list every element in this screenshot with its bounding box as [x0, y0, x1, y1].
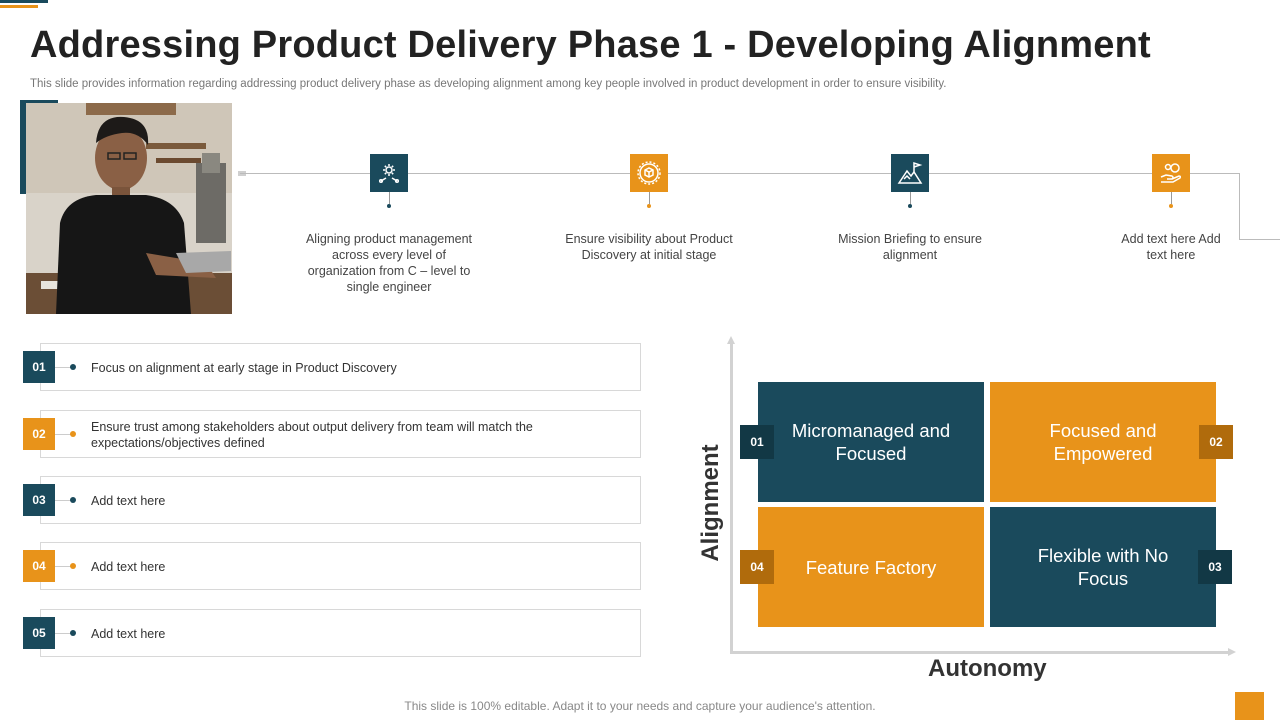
list-item-text: Add text here	[91, 494, 166, 508]
timeline-step-text: Ensure visibility about Product Discover…	[565, 232, 733, 262]
list-item-number: 05	[23, 617, 55, 649]
list-dot	[70, 630, 76, 636]
list-item-text: Add text here	[91, 560, 166, 574]
quadrant-label: Micromanaged and Focused	[791, 420, 951, 464]
matrix-y-axis	[730, 342, 733, 654]
timeline-dot	[387, 204, 391, 208]
quadrant-label: Focused and Empowered	[1049, 420, 1157, 464]
timeline-stem	[388, 192, 390, 204]
timeline-step-2: Ensure visibility about Product Discover…	[549, 154, 749, 263]
list-item-number: 01	[23, 351, 55, 383]
y-axis-label: Alignment	[697, 444, 724, 562]
timeline-step-text: Mission Briefing to ensure alignment	[838, 232, 982, 262]
timeline-connector-tail	[1239, 239, 1280, 240]
quadrant-micromanaged: Micromanaged and Focused	[758, 382, 984, 502]
list-item-text: Ensure trust among stakeholders about ou…	[91, 420, 533, 450]
timeline-stem	[909, 192, 911, 204]
list-dot	[70, 431, 76, 437]
list-item-4: Add text here	[40, 542, 641, 590]
footer-note: This slide is 100% editable. Adapt it to…	[404, 699, 876, 713]
list-dot	[70, 563, 76, 569]
list-item-number: 02	[23, 418, 55, 450]
gear-wrench-icon	[370, 154, 408, 192]
top-accent-bar-orange	[0, 5, 38, 8]
timeline-step-4: Add text here Add text here	[1071, 154, 1271, 263]
list-dot	[70, 364, 76, 370]
quadrant-feature-factory: Feature Factory	[758, 507, 984, 627]
page-subtitle: This slide provides information regardin…	[30, 78, 947, 90]
quadrant-number: 02	[1199, 425, 1233, 459]
mountain-flag-icon	[891, 154, 929, 192]
quadrant-number: 04	[740, 550, 774, 584]
timeline-step-text: Add text here Add text here	[1121, 232, 1221, 262]
list-item-5: Add text here	[40, 609, 641, 657]
timeline-dot	[1169, 204, 1173, 208]
quadrant-number: 03	[1198, 550, 1232, 584]
person-photo	[26, 103, 232, 314]
timeline-step-text: Aligning product management across every…	[305, 232, 473, 294]
hand-coins-icon	[1152, 154, 1190, 192]
list-item-2: Ensure trust among stakeholders about ou…	[40, 410, 641, 458]
list-connector	[55, 633, 73, 634]
corner-accent	[1235, 692, 1264, 720]
timeline-dot	[647, 204, 651, 208]
list-item-text: Add text here	[91, 627, 166, 641]
timeline-step-3: Mission Briefing to ensure alignment	[810, 154, 1010, 263]
list-connector	[55, 367, 73, 368]
target-gear-icon	[630, 154, 668, 192]
quadrant-flexible: Flexible with No Focus	[990, 507, 1216, 627]
page-title: Addressing Product Delivery Phase 1 - De…	[30, 24, 1151, 66]
quadrant-number: 01	[740, 425, 774, 459]
x-axis-label: Autonomy	[928, 655, 1047, 682]
list-connector	[55, 434, 73, 435]
list-item-1: Focus on alignment at early stage in Pro…	[40, 343, 641, 391]
y-axis-arrow-icon	[727, 336, 735, 344]
timeline-connector	[1239, 173, 1240, 239]
list-connector	[55, 500, 73, 501]
list-item-3: Add text here	[40, 476, 641, 524]
timeline-dot	[908, 204, 912, 208]
list-item-text: Focus on alignment at early stage in Pro…	[91, 361, 397, 375]
list-connector	[55, 566, 73, 567]
x-axis-arrow-icon	[1228, 648, 1236, 656]
quadrant-label: Feature Factory	[805, 556, 937, 578]
list-item-number: 03	[23, 484, 55, 516]
quadrant-label: Flexible with No Focus	[1037, 545, 1169, 589]
quadrant-empowered: Focused and Empowered	[990, 382, 1216, 502]
list-dot	[70, 497, 76, 503]
top-accent-bar	[0, 0, 48, 3]
list-item-number: 04	[23, 550, 55, 582]
timeline-line	[240, 173, 1240, 174]
timeline-step-1: Aligning product management across every…	[289, 154, 489, 295]
matrix-x-axis	[730, 651, 1228, 654]
timeline-stem	[648, 192, 650, 204]
timeline-stem	[1170, 192, 1172, 204]
